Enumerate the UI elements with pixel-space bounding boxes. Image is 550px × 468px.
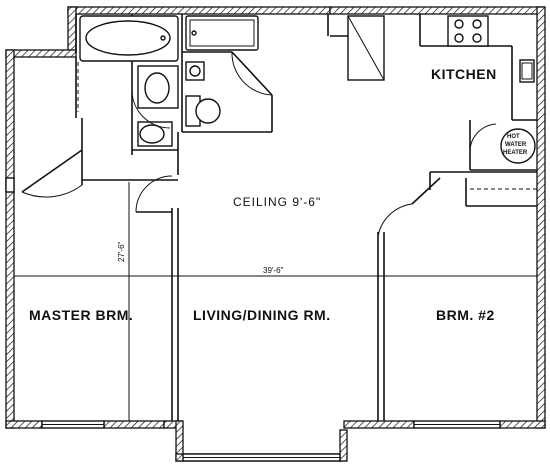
toilet-1 bbox=[137, 121, 173, 147]
depth-dimension: 27'-6" bbox=[117, 241, 126, 262]
water-heater-label-1: HOT bbox=[507, 134, 520, 140]
room-label-kitchen: KITCHEN bbox=[431, 66, 497, 82]
water-heater bbox=[500, 128, 536, 164]
doors bbox=[21, 35, 497, 237]
water-heater-label-2: WATER bbox=[505, 142, 527, 148]
room-label-living: LIVING/DINING RM. bbox=[193, 307, 331, 323]
kitchen-sink bbox=[519, 59, 535, 83]
stove bbox=[447, 15, 489, 47]
windows bbox=[5, 177, 501, 462]
room-label-master: MASTER BRM. bbox=[29, 307, 133, 323]
interior-walls bbox=[75, 14, 537, 421]
dimension-lines bbox=[14, 182, 537, 421]
bathtub-2 bbox=[185, 15, 259, 51]
sink-vanity bbox=[137, 65, 179, 109]
bathtub bbox=[79, 15, 179, 62]
toilet-2 bbox=[185, 95, 221, 127]
room-label-bedroom2: BRM. #2 bbox=[436, 307, 495, 323]
sink-2 bbox=[185, 61, 205, 81]
width-dimension: 39'-6" bbox=[263, 266, 284, 275]
ceiling-note: CEILING 9'-6" bbox=[233, 195, 321, 209]
exterior-walls bbox=[5, 6, 546, 462]
kitchen-cabinet bbox=[347, 15, 385, 81]
water-heater-label-3: HEATER bbox=[503, 150, 528, 156]
